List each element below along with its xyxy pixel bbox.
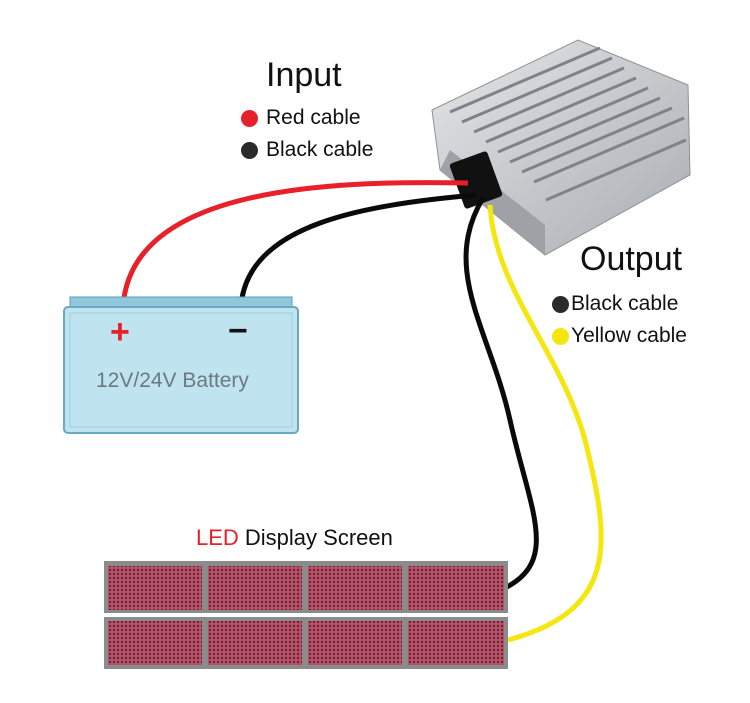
output-title: Output	[580, 240, 683, 278]
plus-sign-icon: +	[110, 313, 130, 351]
output-legend-black-label: Black cable	[571, 292, 679, 315]
yellow-output-cable	[487, 204, 604, 643]
red-dot-icon	[241, 109, 258, 127]
output-legend-yellow-label: Yellow cable	[571, 324, 687, 347]
led-display-label: LED Display Screen	[196, 525, 393, 551]
red-cable	[121, 180, 469, 299]
minus-sign-icon: −	[228, 312, 248, 350]
battery-label: 12V/24V Battery	[96, 369, 249, 392]
black-dot-icon	[241, 141, 258, 159]
output-legend-yellow: Yellow cable	[552, 324, 687, 348]
led-label-highlight: LED	[196, 525, 239, 550]
input-legend-red-label: Red cable	[266, 106, 361, 129]
black-dot-icon	[552, 295, 569, 313]
black-output-cable	[463, 196, 539, 591]
input-legend-red: Red cable	[241, 106, 361, 130]
input-legend-black-label: Black cable	[266, 138, 374, 161]
battery	[63, 296, 299, 434]
input-title: Input	[266, 56, 342, 94]
input-legend-black: Black cable	[241, 138, 373, 162]
output-legend-black: Black cable	[552, 292, 678, 316]
led-label-rest: Display Screen	[238, 525, 393, 550]
black-input-cable	[239, 192, 477, 299]
led-display-screen	[104, 561, 508, 669]
yellow-dot-icon	[552, 327, 569, 345]
